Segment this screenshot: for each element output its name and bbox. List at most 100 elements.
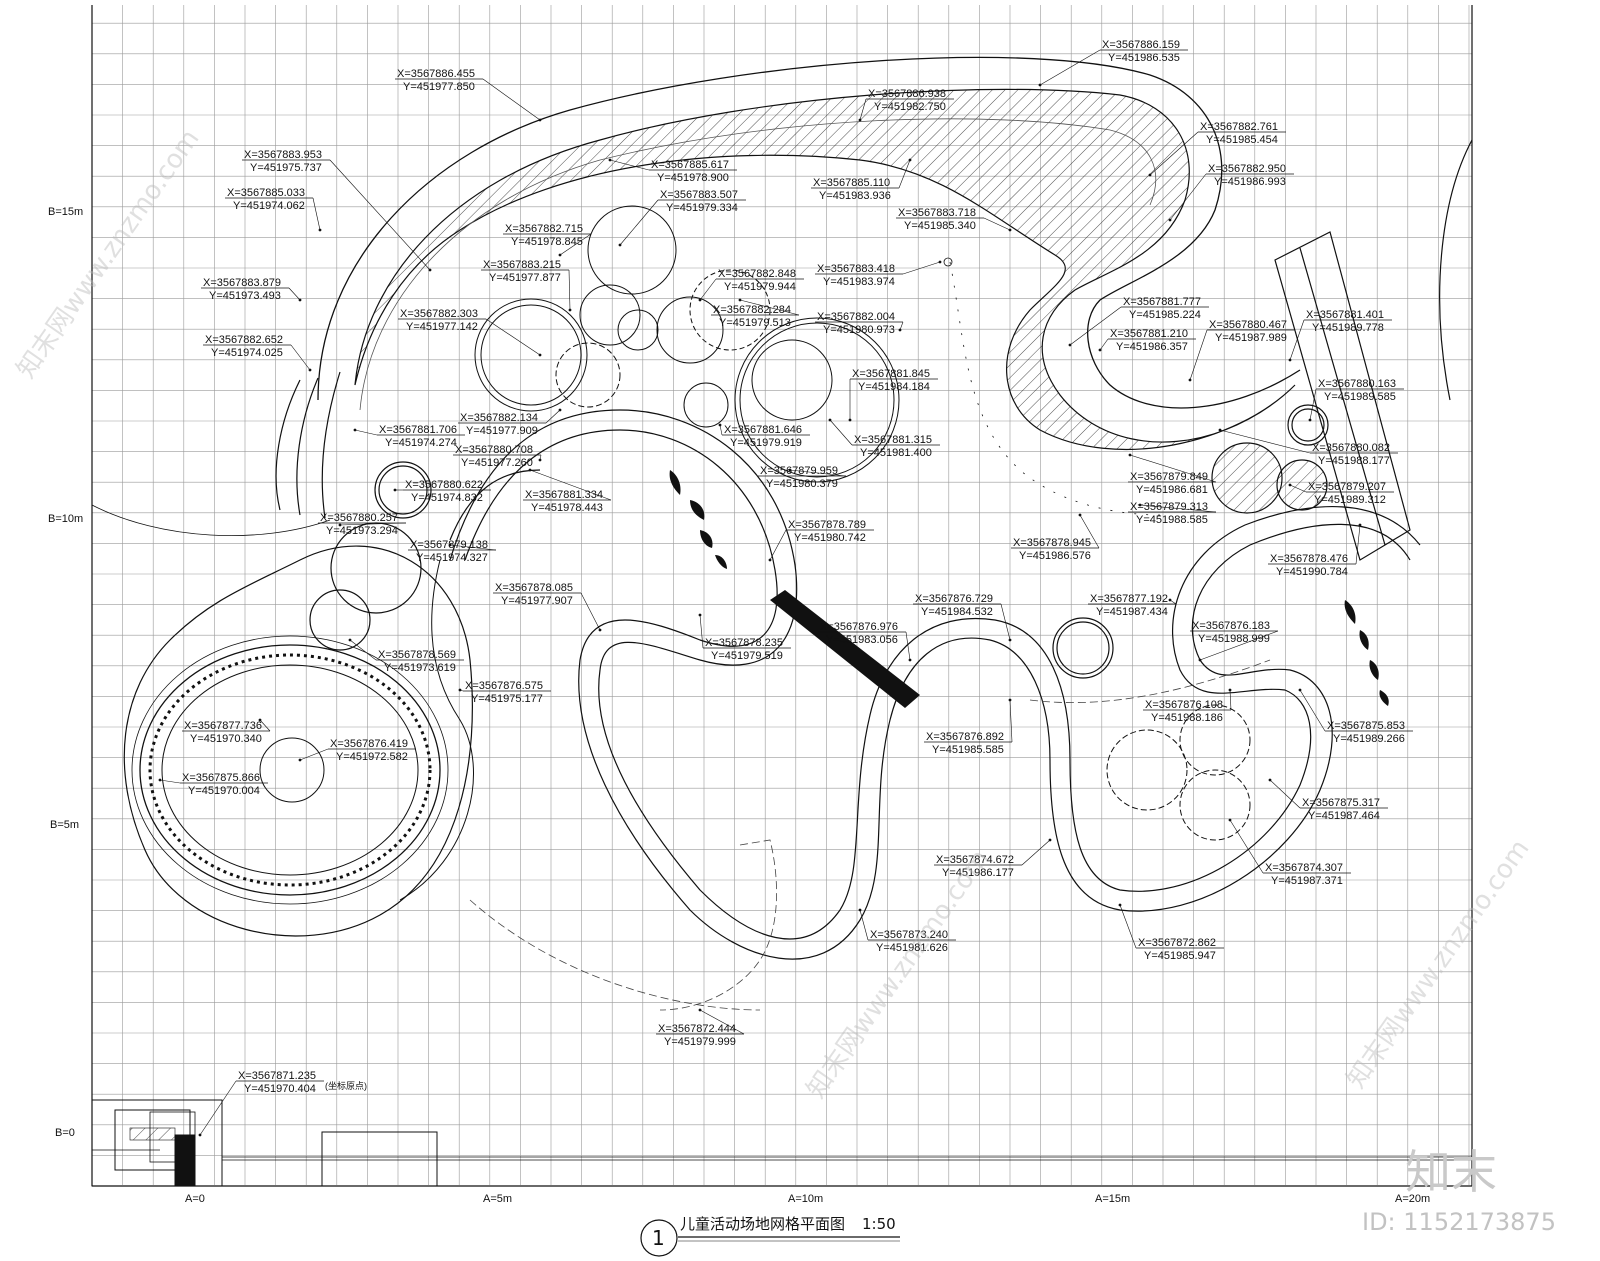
coordinate-x-value: X=3567875.866 xyxy=(182,772,260,784)
coordinate-leader xyxy=(1021,839,1051,866)
coordinate-y-value: Y=451987.371 xyxy=(1271,875,1343,887)
coordinate-x-value: X=3567880.708 xyxy=(455,444,533,456)
coordinate-y-value: Y=451987.464 xyxy=(1308,810,1380,822)
coordinate-y-value: Y=451979.944 xyxy=(724,281,796,293)
coordinate-leader xyxy=(290,344,311,371)
coordinate-x-value: X=3567874.672 xyxy=(936,854,1014,866)
coordinate-x-value: X=3567876.976 xyxy=(820,621,898,633)
coordinate-point xyxy=(1008,698,1012,702)
seat-wall xyxy=(91,371,341,536)
coordinate-x-value: X=3567882.950 xyxy=(1208,163,1286,175)
coordinate-y-value: Y=451985.454 xyxy=(1206,134,1278,146)
drawing-scale: 1:50 xyxy=(862,1215,896,1233)
coordinate-point xyxy=(1098,348,1102,352)
title-block: 1 儿童活动场地网格平面图 1:50 xyxy=(640,1215,900,1257)
coordinate-x-value: X=3567876.183 xyxy=(1192,620,1270,632)
coordinate-leader xyxy=(354,429,378,436)
coordinate-y-value: Y=451985.340 xyxy=(904,220,976,232)
coordinate-y-value: Y=451986.681 xyxy=(1136,484,1208,496)
coordinate-y-value: Y=451983.936 xyxy=(819,190,891,202)
coordinate-x-value: X=3567885.617 xyxy=(651,159,729,171)
coordinate-leader xyxy=(899,321,904,331)
coordinate-y-value: Y=451977.142 xyxy=(406,321,478,333)
coordinate-point xyxy=(1228,688,1232,692)
coordinate-point xyxy=(458,688,462,692)
coordinate-y-value: Y=451985.585 xyxy=(932,744,1004,756)
coordinate-y-value: Y=451979.519 xyxy=(711,650,783,662)
coordinate-point xyxy=(1068,343,1072,347)
coordinate-x-value: X=3567878.085 xyxy=(495,582,573,594)
coordinate-x-value: X=3567875.317 xyxy=(1302,797,1380,809)
coordinate-x-value: X=3567878.945 xyxy=(1013,537,1091,549)
coordinate-x-value: X=3567881.401 xyxy=(1306,309,1384,321)
coordinate-y-value: Y=451986.177 xyxy=(942,867,1014,879)
coordinate-y-value: Y=451974.327 xyxy=(416,552,488,564)
coordinate-leader xyxy=(619,199,659,246)
coordinate-y-value: Y=451986.357 xyxy=(1116,341,1188,353)
axis-a-label: A=20m xyxy=(1395,1193,1430,1205)
coordinate-y-value: Y=451977.260 xyxy=(461,457,533,469)
coordinate-point xyxy=(1198,658,1202,662)
coordinate-leader xyxy=(1149,131,1199,176)
coordinate-x-value: X=3567885.110 xyxy=(813,177,890,189)
coordinate-x-value: X=3567882.004 xyxy=(817,311,895,323)
coordinate-y-value: Y=451990.784 xyxy=(1276,566,1348,578)
coordinate-y-value: Y=451979.919 xyxy=(730,437,802,449)
coordinate-point xyxy=(738,298,742,302)
coordinate-x-value: X=3567885.033 xyxy=(227,187,305,199)
coordinate-x-value: X=3567876.729 xyxy=(915,593,993,605)
coordinate-leader xyxy=(259,719,271,732)
tree-canopies xyxy=(474,205,1251,841)
coordinate-x-value: X=3567879.138 xyxy=(410,539,488,551)
coordinate-leader xyxy=(1139,504,1217,513)
coordinate-leader xyxy=(1289,484,1307,493)
axis-b-label: B=5m xyxy=(50,819,79,831)
coordinate-leader xyxy=(339,522,407,526)
coordinate-y-value: Y=451987.989 xyxy=(1215,332,1287,344)
coordinate-point xyxy=(538,353,542,357)
coordinate-leader xyxy=(1169,173,1207,221)
coordinate-y-value: Y=451988.186 xyxy=(1151,712,1223,724)
coordinate-x-value: X=3567879.207 xyxy=(1308,481,1386,493)
coordinate-point xyxy=(448,543,452,547)
coordinate-leader xyxy=(1099,338,1109,351)
coordinate-y-value: Y=451980.973 xyxy=(823,324,895,336)
coordinate-x-value: X=3567883.507 xyxy=(660,189,738,201)
coordinate-y-value: Y=451986.576 xyxy=(1019,550,1091,562)
axis-a-label: A=10m xyxy=(788,1193,823,1205)
coordinate-y-value: Y=451989.312 xyxy=(1314,494,1386,506)
axis-a-label: A=15m xyxy=(1095,1193,1130,1205)
coordinate-point xyxy=(198,1133,202,1137)
coordinate-x-value: X=3567881.210 xyxy=(1110,328,1188,340)
coordinate-point xyxy=(558,408,562,412)
coordinate-x-value: X=3567877.192 xyxy=(1090,593,1168,605)
coordinate-point xyxy=(698,1008,702,1012)
coordinate-leader xyxy=(1129,454,1217,483)
coordinate-y-value: Y=451985.947 xyxy=(1144,950,1216,962)
coordinate-y-value: Y=451970.340 xyxy=(190,733,262,745)
coordinate-x-value: X=3567878.789 xyxy=(788,519,866,531)
coordinate-point xyxy=(598,628,602,632)
